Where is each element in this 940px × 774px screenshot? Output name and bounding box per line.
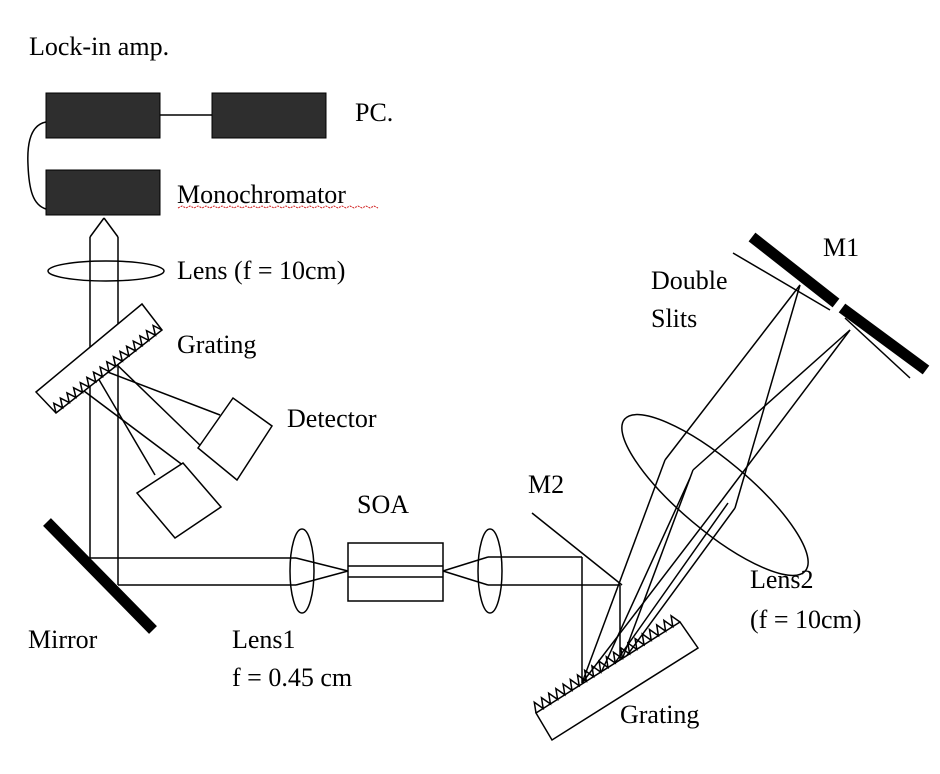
label-mirror: Mirror [28, 625, 98, 654]
grating-detector-beams [71, 357, 221, 476]
top-lens [47, 260, 165, 282]
horizontal-beam-left [90, 557, 349, 586]
vertical-beam [89, 217, 119, 585]
label-top-grating: Grating [177, 330, 256, 359]
label-double-slits-line1: Double [651, 266, 728, 295]
mirror-m1 [748, 232, 930, 375]
label-bottom-grating: Grating [620, 700, 699, 729]
label-top-lens: Lens (f = 10cm) [177, 256, 345, 285]
label-monochromator: Monochromator [177, 180, 346, 209]
spellcheck-underline [177, 205, 379, 209]
label-pc: PC. [355, 98, 393, 127]
label-lens2-focal: (f = 10cm) [750, 605, 861, 634]
label-detector: Detector [287, 404, 377, 433]
label-m2: M2 [528, 470, 564, 499]
label-lockin-amp: Lock-in amp. [29, 32, 169, 61]
detector [135, 396, 274, 539]
mirror-m2 [531, 512, 623, 586]
horizontal-beam-right [442, 556, 620, 586]
lens2 [621, 413, 809, 577]
mirror [43, 518, 157, 634]
monochromator [45, 169, 161, 216]
lockin-amplifier [45, 92, 161, 139]
bottom-grating [533, 614, 700, 742]
label-double-slits-line2: Slits [651, 304, 697, 333]
label-m1: M1 [823, 233, 859, 262]
collimating-lens [477, 528, 503, 614]
label-lens2: Lens2 [750, 565, 814, 594]
pc-computer [211, 92, 327, 139]
top-grating [34, 302, 164, 415]
label-lens1: Lens1 [232, 625, 296, 654]
label-lens1-focal: f = 0.45 cm [232, 663, 352, 692]
beams-to-bottom-grating [581, 284, 851, 684]
lockin-monochromator-cable [27, 121, 47, 210]
label-soa: SOA [357, 490, 409, 519]
lens1 [289, 528, 315, 614]
soa-amplifier [347, 542, 444, 602]
double-slits [732, 252, 911, 379]
